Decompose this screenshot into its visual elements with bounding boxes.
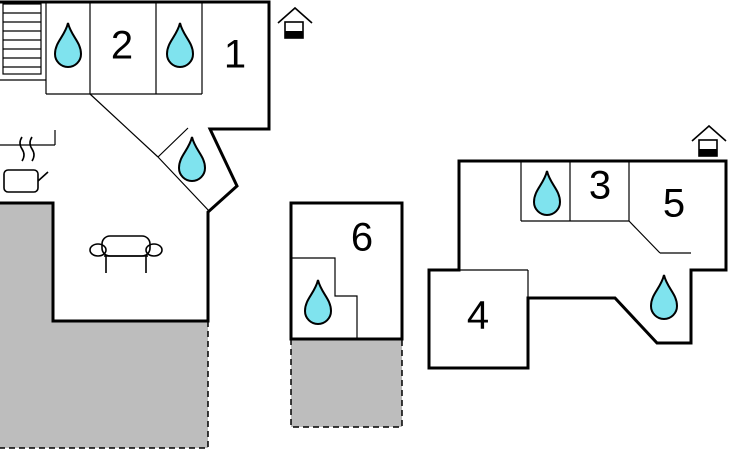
terrace-middle	[290, 339, 403, 428]
water-drop-icon	[532, 170, 562, 216]
room-number-2: 2	[111, 24, 133, 68]
stairs-icon	[2, 3, 42, 75]
room-number-5: 5	[663, 182, 685, 226]
water-drop-icon	[649, 274, 679, 320]
building-right	[427, 159, 728, 370]
water-drop-icon	[165, 22, 195, 68]
room-number-6: 6	[351, 216, 373, 260]
water-drop-icon	[177, 136, 207, 182]
stove-icon	[3, 136, 49, 193]
room-number-1: 1	[224, 33, 246, 77]
sofa-icon	[89, 235, 163, 273]
water-drop-icon	[303, 279, 333, 325]
water-drop-icon	[53, 22, 83, 68]
room-number-3: 3	[589, 164, 611, 208]
building-middle	[289, 201, 404, 341]
room-number-4: 4	[467, 294, 489, 338]
building-left	[0, 0, 271, 323]
house-entrance-icon	[691, 124, 727, 157]
house-entrance-icon	[277, 6, 313, 39]
